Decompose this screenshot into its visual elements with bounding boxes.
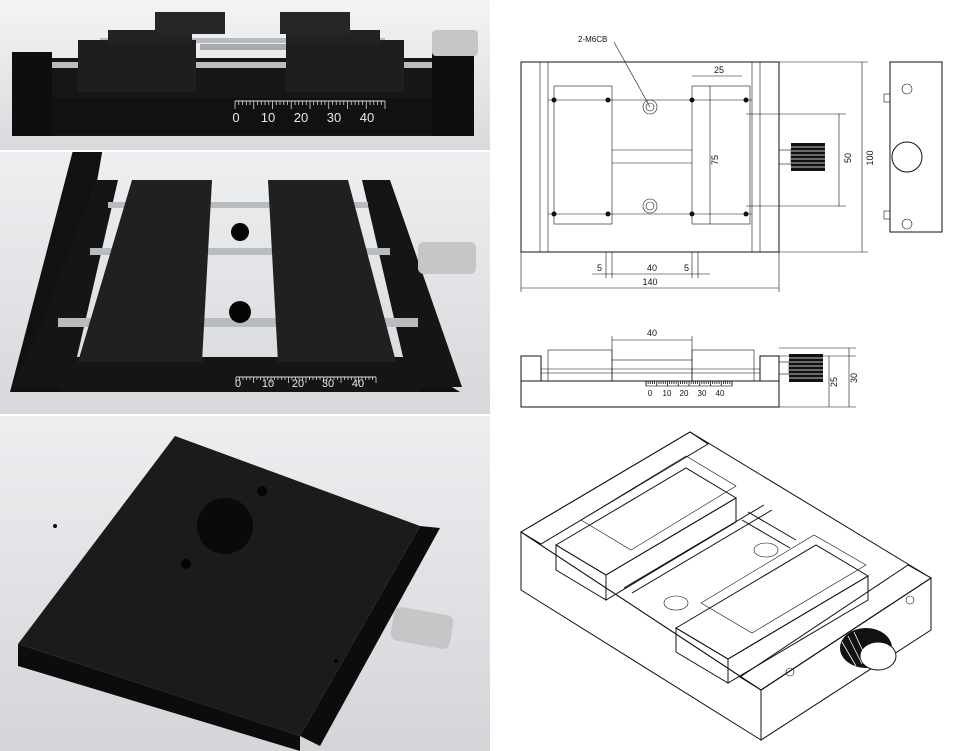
scale-ticks bbox=[235, 376, 377, 383]
dim-left-gap: 5 bbox=[597, 263, 602, 273]
mounting-hole bbox=[231, 223, 249, 241]
scale-label: 10 bbox=[663, 389, 672, 398]
scale-label: 30 bbox=[327, 110, 341, 125]
side-view-outline bbox=[889, 61, 943, 233]
stage-photo-front: 0 10 20 30 40 bbox=[0, 0, 490, 150]
dim-total-width: 140 bbox=[642, 277, 657, 287]
photo-stage-front-low: 0 10 20 30 40 bbox=[0, 0, 490, 150]
scale-label: 30 bbox=[322, 378, 334, 390]
scale-label: 40 bbox=[360, 110, 374, 125]
guide-rail bbox=[90, 248, 390, 255]
dim-rail-spacing: 50 bbox=[843, 153, 853, 163]
carriage-pad-right bbox=[691, 85, 751, 225]
dim-pad-width: 25 bbox=[714, 65, 724, 75]
technical-drawings: 2-M6CB 25 75 50 100 5 40 5 bbox=[496, 0, 956, 751]
mounting-hole bbox=[257, 486, 267, 496]
carriage-left bbox=[78, 180, 212, 362]
iso-carriage-right bbox=[675, 544, 869, 660]
dim-center-width: 40 bbox=[647, 328, 657, 338]
dim-total-height: 100 bbox=[865, 150, 875, 165]
mounting-hole bbox=[181, 559, 191, 569]
carriage-right bbox=[286, 40, 404, 92]
scale-ticks bbox=[234, 100, 386, 109]
knob-icon bbox=[791, 143, 825, 171]
scale-label: 0 bbox=[648, 389, 653, 398]
mounting-hole bbox=[229, 301, 251, 323]
scale-label: 0 bbox=[235, 378, 241, 390]
dim-inner-height: 25 bbox=[829, 377, 839, 387]
dim-center-gap: 40 bbox=[647, 263, 657, 273]
scale-label: 20 bbox=[292, 378, 304, 390]
guide-rail bbox=[52, 62, 432, 68]
scale-label: 40 bbox=[716, 389, 725, 398]
scale-labels: 0 10 20 30 40 bbox=[232, 110, 374, 125]
scale-label: 40 bbox=[352, 378, 364, 390]
knob-end bbox=[891, 141, 923, 173]
iso-base-front bbox=[520, 531, 762, 741]
carriage-pad-left bbox=[553, 85, 613, 225]
carriage-right bbox=[268, 180, 396, 362]
top-view-outline bbox=[520, 61, 780, 253]
photo-stage-top-angle: 0 10 20 30 40 bbox=[0, 152, 490, 414]
side-view-drawing bbox=[883, 61, 943, 233]
front-scale-ticks bbox=[645, 381, 733, 386]
knob-icon bbox=[789, 354, 823, 382]
top-view-drawing: 2-M6CB 25 75 50 100 5 40 5 bbox=[520, 35, 875, 292]
scale-label: 0 bbox=[232, 110, 239, 125]
m6-hole bbox=[642, 198, 658, 214]
scale-label: 10 bbox=[262, 378, 274, 390]
guide-rail bbox=[100, 38, 385, 43]
lead-screw bbox=[200, 44, 286, 50]
scale-label: 10 bbox=[261, 110, 275, 125]
dim-hole-spacing: 75 bbox=[710, 155, 720, 165]
adjust-knob bbox=[390, 607, 454, 649]
front-scale-labels: 0 10 20 30 40 bbox=[648, 389, 725, 398]
end-block-right bbox=[362, 180, 462, 387]
stage-photo-angle: 0 10 20 30 40 bbox=[0, 152, 490, 414]
scale-label: 20 bbox=[294, 110, 308, 125]
photo-stage-platform bbox=[0, 416, 490, 751]
hole-callout: 2-M6CB bbox=[578, 35, 607, 44]
end-block-left bbox=[12, 180, 118, 387]
scale-labels: 0 10 20 30 40 bbox=[235, 378, 364, 390]
scale-label: 20 bbox=[680, 389, 689, 398]
front-view-drawing: 0 10 20 30 40 40 25 30 bbox=[520, 328, 859, 408]
scale-label: 30 bbox=[698, 389, 707, 398]
adjust-knob bbox=[418, 242, 476, 274]
top-platform bbox=[18, 436, 420, 736]
stage-photo-platform bbox=[0, 416, 490, 751]
carriage-left bbox=[78, 40, 196, 92]
m6-hole bbox=[642, 99, 658, 115]
adjust-knob bbox=[432, 30, 478, 56]
center-hole bbox=[197, 498, 253, 554]
iso-center-hole bbox=[753, 542, 779, 558]
stage-base bbox=[58, 357, 420, 392]
guide-rail bbox=[108, 202, 368, 208]
isometric-drawing bbox=[520, 431, 932, 741]
dim-right-gap: 5 bbox=[684, 263, 689, 273]
dim-total-height: 30 bbox=[849, 373, 859, 383]
